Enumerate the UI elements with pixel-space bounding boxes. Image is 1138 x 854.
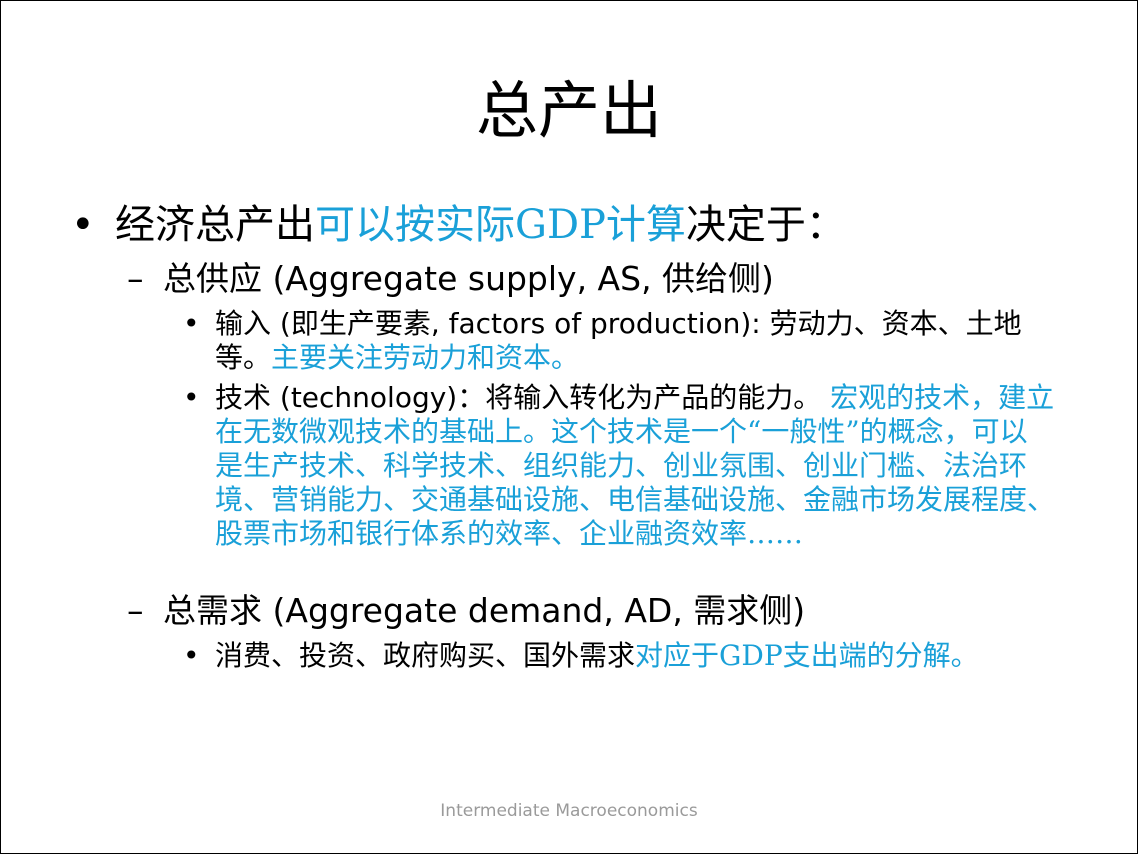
demand-item1-text: 消费、投资、政府购买、国外需求 [215,639,636,672]
bullet-dot-icon: • [183,381,200,414]
slide-footer: Intermediate Macroeconomics [440,801,698,821]
subbullet-aggregate-supply: – 总供应 (Aggregate supply, AS, 供给侧) [127,257,774,301]
supply-heading: 总供应 (Aggregate supply, AS, 供给侧) [163,259,774,298]
dash-icon: – [127,259,144,298]
subbullet-aggregate-demand: – 总需求 (Aggregate demand, AD, 需求侧) [127,589,806,633]
dash-icon: – [127,591,144,630]
bullet-dot-icon: • [183,307,200,340]
slide-title: 总产出 [475,74,662,147]
supply-item-technology: • 技术 (technology)：将输入转化为产品的能力。 宏观的技术，建立在… [183,381,1056,551]
bullet1-text-a: 经济总产出 [115,202,315,248]
supply-item-inputs: • 输入 (即生产要素, factors of production): 劳动力… [183,307,1055,375]
supply-item2-highlight: 宏观的技术，建立在无数微观技术的基础上。这个技术是一个“一般性”的概念，可以是生… [215,381,1056,550]
demand-item-components: • 消费、投资、政府购买、国外需求对应于GDP支出端的分解。 [183,639,1055,673]
supply-item1-text: 输入 (即生产要素, factors of production): 劳动力、资… [215,307,1022,374]
bullet-level1-output: • 经济总产出可以按实际GDP计算决定于： [71,197,846,253]
demand-heading: 总需求 (Aggregate demand, AD, 需求侧) [163,591,806,630]
supply-item2-text: 技术 (technology)：将输入转化为产品的能力。 [215,381,822,414]
bullet1-highlight: 可以按实际GDP计算 [315,202,686,248]
bullet1-text-c: 决定于： [685,202,846,248]
bullet-dot-icon: • [71,202,95,248]
supply-item1-highlight: 主要关注劳动力和资本。 [271,341,580,374]
bullet-dot-icon: • [183,639,200,672]
demand-item1-highlight: 对应于GDP支出端的分解。 [635,639,979,672]
